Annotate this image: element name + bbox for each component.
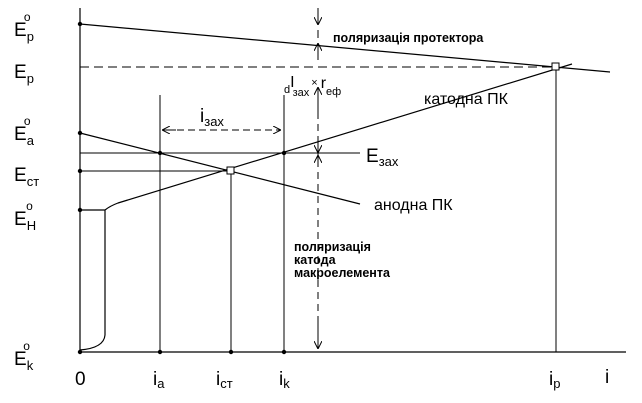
label-ik: ik: [279, 369, 290, 391]
label-ep0: Epo: [14, 10, 34, 44]
cathode-curve: [79, 63, 573, 351]
label-ea0: Eao: [14, 114, 35, 148]
ea0-point: [77, 130, 83, 136]
label-ist: iст: [216, 369, 233, 391]
ist-axis-point: [228, 349, 234, 355]
label-origin: 0: [75, 369, 86, 390]
intersection-est-marker: [226, 166, 235, 175]
cathode-curve-label: катодна ПК: [424, 91, 509, 108]
intersection-ep-marker: [551, 62, 560, 71]
est-point: [77, 168, 83, 174]
ik-point: [281, 150, 287, 156]
label-ip: ip: [549, 369, 560, 391]
anode-curve: [79, 132, 361, 205]
izax-label: iзах: [200, 106, 224, 129]
protector-line: [79, 23, 611, 73]
label-i: i: [605, 367, 609, 388]
label-est: Eст: [14, 165, 39, 189]
label-ep: Ep: [14, 62, 34, 86]
cathode-polarization-label: поляризація катода макроелемента: [294, 240, 391, 280]
label-ia: ia: [153, 369, 165, 391]
ia-axis-point: [157, 349, 163, 355]
eh0-point: [77, 207, 83, 213]
anode-curve-label: анодна ПК: [374, 197, 453, 214]
ik-axis-point: [281, 349, 287, 355]
label-eh0: EHo: [14, 199, 36, 233]
ep0-point: [77, 21, 83, 27]
protector-polarization-label: поляризація протектора: [333, 31, 484, 45]
ek0-point: [77, 349, 83, 355]
ezax-label: Eзах: [366, 146, 399, 169]
label-ek0: Eko: [14, 339, 34, 373]
ia-point: [157, 150, 163, 156]
